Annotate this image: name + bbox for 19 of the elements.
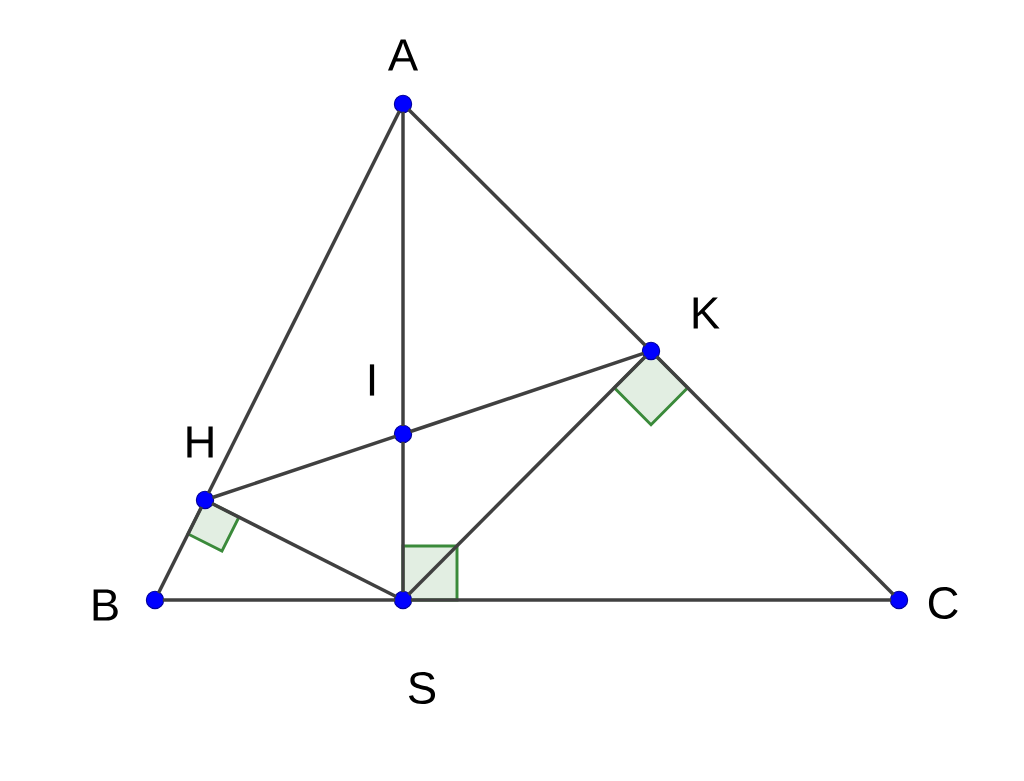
- segment: [409, 351, 645, 434]
- segment: [655, 355, 895, 596]
- point-label: I: [369, 364, 375, 396]
- segment: [401, 111, 405, 427]
- point-label: C: [928, 586, 958, 620]
- segment: [211, 434, 397, 500]
- segment: [407, 108, 647, 347]
- point-label: K: [693, 297, 720, 329]
- segment: [206, 110, 402, 494]
- point-label: H: [187, 426, 213, 458]
- segment: [162, 598, 396, 602]
- point-label: S: [408, 671, 436, 705]
- segment: [410, 598, 892, 602]
- segment: [401, 441, 405, 593]
- segment: [211, 502, 397, 598]
- point-label: B: [93, 589, 118, 621]
- segment: [407, 355, 647, 596]
- point-label: A: [387, 39, 419, 71]
- segment: [156, 506, 204, 594]
